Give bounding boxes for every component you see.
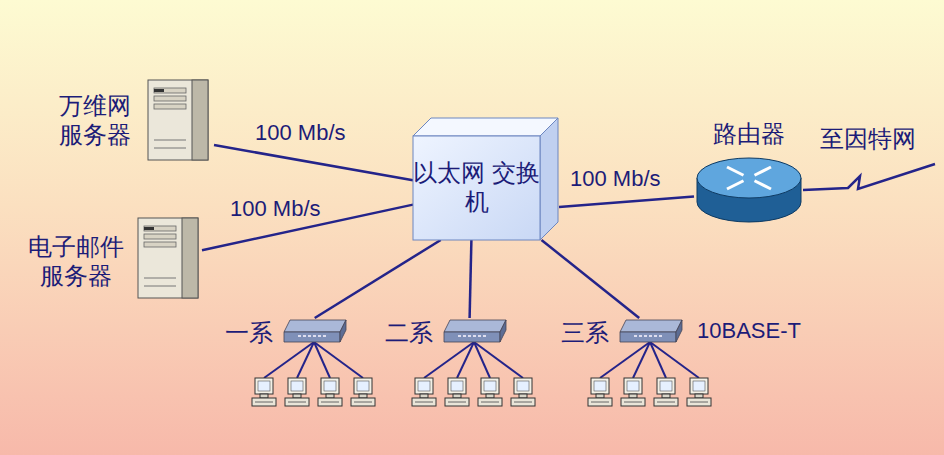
network-link (541, 240, 639, 318)
network-link (315, 240, 441, 318)
server-node: 万维网 服务器 (48, 78, 214, 164)
computers (252, 342, 711, 406)
node-label: 一系 (220, 318, 278, 348)
node-label: 万维网 服务器 (48, 82, 142, 160)
hub-node: 二系 (380, 318, 508, 348)
router-node: 路由器 (694, 116, 804, 222)
node-label: 电子邮件 服务器 (16, 227, 136, 297)
network-link (470, 240, 472, 318)
server-node: 电子邮件 服务器 (16, 215, 202, 303)
node-label: 以太网 交换机 (413, 135, 540, 240)
hub-node: 三系 (556, 318, 684, 348)
network-link (214, 145, 413, 180)
node-label: 三系 (556, 318, 614, 348)
link-speed: 100 Mb/s (255, 120, 346, 146)
internet-link (803, 164, 935, 190)
link-speed: 100 Mb/s (230, 196, 321, 222)
node-label: 二系 (380, 318, 438, 348)
node-label: 路由器 (694, 116, 804, 152)
note-label: 至因特网 (820, 123, 916, 155)
network-link (559, 197, 694, 208)
switch-node: 以太网 交换机 (413, 118, 559, 240)
link-speed: 100 Mb/s (570, 166, 661, 192)
note-label: 10BASE-T (697, 318, 801, 344)
hub-node: 一系 (220, 318, 348, 348)
